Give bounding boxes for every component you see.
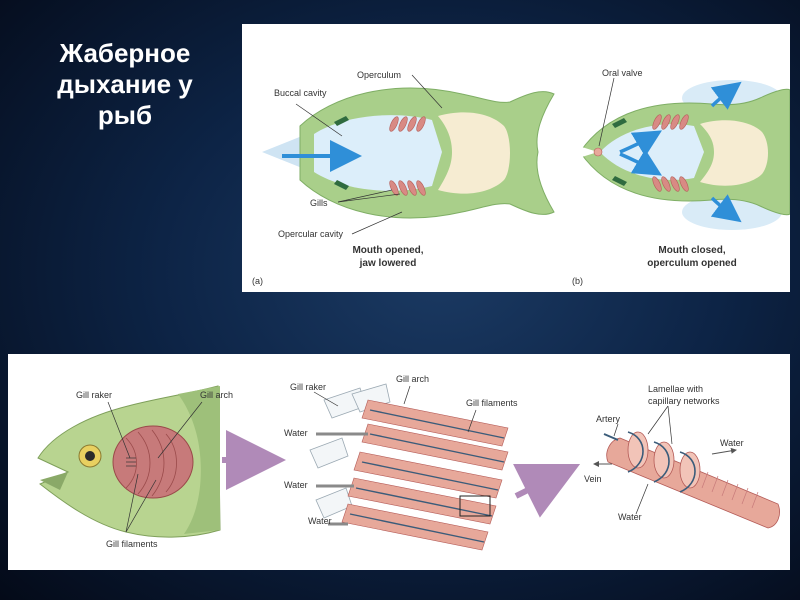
label-lamellae-line1: Lamellae with [648,384,703,394]
label-gill-raker-head: Gill raker [76,390,112,400]
gill-chamber [112,425,194,499]
diagram-a: Operculum Buccal cavity Gills Opercular … [252,70,555,286]
body-tissue-a [438,112,510,194]
gills-bottom-a [389,180,426,196]
fish-pupil [85,451,95,461]
gills-top-b [652,114,689,130]
water-coils [627,431,696,493]
label-water-lamellae-1: Water [720,438,744,448]
mouth-notch-b [572,144,598,160]
body-tissue-b [700,120,768,186]
label-water-detail-2: Water [284,480,308,490]
gill-detail: Gill raker Gill arch Gill filaments Wate… [284,374,518,551]
label-water-detail-1: Water [284,428,308,438]
operculum-mark-top-a [334,116,349,126]
blood-vessels-detail [349,409,505,543]
label-opercular-cavity: Opercular cavity [278,229,344,239]
label-water-lamellae-2: Water [618,512,642,522]
caption-a-line1: Mouth opened, [352,245,423,256]
operculum-mark-bottom-b [612,176,627,186]
label-gills: Gills [310,198,328,208]
panel-label-b: (b) [572,276,583,286]
oral-valve-b [593,147,603,157]
ventilation-panel: Operculum Buccal cavity Gills Opercular … [242,24,790,292]
lamellae-detail: Lamellae with capillary networks Artery … [584,384,780,529]
leader-oral-valve [598,77,615,147]
leader-lines-head [107,401,203,533]
label-lamellae-line2: capillary networks [648,396,720,406]
caption-a-line2: jaw lowered [359,258,417,269]
gill-rakers [126,457,136,467]
leader-lines-a [295,74,443,235]
fish-body-scales [178,386,220,534]
lamellae [627,431,701,489]
fish-mouth [40,472,68,490]
label-artery: Artery [596,414,621,424]
caption-b-line1: Mouth closed, [658,245,725,256]
leader-lines-detail [313,385,477,433]
fish-head: Gill raker Gill arch Gill filaments [37,385,233,549]
label-gill-raker-detail: Gill raker [290,382,326,392]
water-arrow-lamellae [711,447,737,455]
panel-label-a: (a) [252,276,263,286]
label-gill-filaments-detail: Gill filaments [466,398,518,408]
artery-vessel [603,433,619,441]
label-operculum: Operculum [357,70,401,80]
label-gill-arch-detail: Gill arch [396,374,429,384]
water-flow-arrows-b [619,81,742,223]
gill-anatomy-svg: Gill raker Gill arch Gill filaments [37,374,780,551]
diagram-b: Oral valve Mouth closed, operculum opene… [572,68,790,286]
label-gill-arch-head: Gill arch [200,390,233,400]
zoom-box [459,495,491,517]
label-water-detail-3: Water [308,516,332,526]
filament-stripes [701,471,759,509]
operculum-mark-bottom-a [334,180,349,190]
gill-arches [125,429,177,497]
water-arrows-detail [316,432,368,526]
caption-b-line2: operculum opened [647,258,736,269]
label-gill-filaments-head: Gill filaments [106,539,158,549]
gills-bottom-b [652,176,689,192]
gills-top-a [389,116,426,132]
label-vein: Vein [584,474,602,484]
transition-arrow-2 [513,463,581,518]
slide-title: Жаберное дыхание у рыб [57,38,193,130]
gill-anatomy-panel: Gill raker Gill arch Gill filaments [8,354,790,570]
leader-lines-lamellae [613,405,673,515]
operculum-mark-top-b [612,118,627,128]
label-buccal-cavity: Buccal cavity [274,88,327,98]
ventilation-svg: Operculum Buccal cavity Gills Opercular … [252,68,790,286]
label-oral-valve: Oral valve [602,68,643,78]
